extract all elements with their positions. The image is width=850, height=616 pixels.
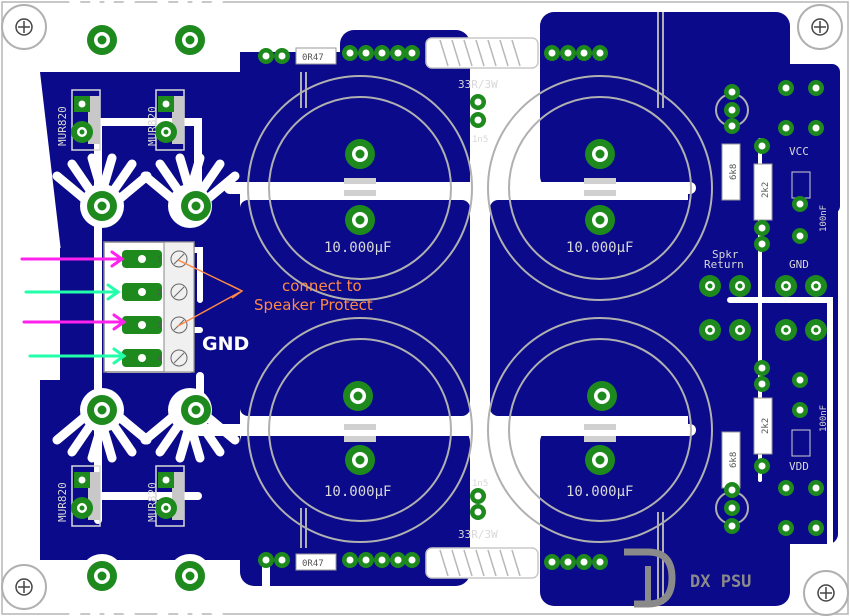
- capacitor-label: 10.000µF: [324, 484, 391, 500]
- terminal-pin-label: 1: [157, 255, 162, 264]
- terminal-pin-label: 3: [157, 321, 162, 330]
- mounting-hole-top-right: [797, 4, 843, 50]
- capacitor-label: 10.000µF: [566, 240, 633, 256]
- resistor-label: 2k2: [761, 418, 771, 434]
- pad: [345, 205, 375, 235]
- resistor-label: 6k8: [729, 164, 739, 180]
- annotation-arrows: [177, 259, 244, 327]
- diode-label: MUR820: [146, 106, 159, 146]
- mounting-hole-bottom-left: [1, 564, 47, 610]
- gnd-label: GND: [202, 333, 249, 355]
- capacitor-label: 10.000µF: [566, 484, 633, 500]
- pad: [585, 445, 615, 475]
- mounting-hole-bottom-right: [803, 570, 849, 616]
- dx-logo-icon: [624, 548, 676, 608]
- diode-label: MUR820: [56, 106, 69, 146]
- gnd-rail-label: GND: [789, 258, 809, 271]
- jumper-wires: [300, 12, 664, 604]
- pad: [585, 205, 615, 235]
- diode-label: MUR820: [146, 482, 159, 522]
- terminal-block: [103, 241, 195, 373]
- pad: [181, 191, 211, 221]
- regulator-section: [699, 80, 827, 536]
- capacitor-small-label: 100nF: [819, 405, 829, 432]
- return-label: Return: [704, 258, 744, 271]
- pad: [87, 25, 117, 55]
- input-arrows: [20, 250, 127, 365]
- capacitor-small-label: 1n5: [472, 479, 488, 489]
- resistor-label: 0R47: [302, 53, 324, 63]
- resistor-label: 33R/3W: [458, 78, 498, 91]
- pad: [175, 25, 205, 55]
- capacitor-small-label: 100nF: [819, 205, 829, 232]
- pad: [87, 561, 117, 591]
- terminal-pin-label: 4: [157, 354, 162, 363]
- capacitor-label: 10.000µF: [324, 240, 391, 256]
- resistor-label: 0R47: [302, 559, 324, 569]
- pad: [345, 445, 375, 475]
- resistors-bottom: [258, 488, 608, 579]
- logo-text: DX PSU: [690, 572, 751, 592]
- pad: [587, 381, 617, 411]
- resistor-label: 2k2: [761, 182, 771, 198]
- pad: [343, 381, 373, 411]
- resistor-label: 33R/3W: [458, 528, 498, 541]
- spkr-label: Spkr: [712, 248, 739, 261]
- vcc-label: VCC: [789, 145, 809, 158]
- pad: [87, 191, 117, 221]
- resistor-label: 6k8: [729, 452, 739, 468]
- pad: [175, 561, 205, 591]
- pad: [181, 395, 211, 425]
- mounting-hole-top-left: [1, 4, 47, 50]
- annotation-line2: Speaker Protect: [254, 296, 373, 314]
- capacitor-polarity: [344, 178, 616, 442]
- capacitor-small-label: 1n5: [472, 135, 488, 145]
- rectifier-diodes: [71, 89, 185, 527]
- pad: [345, 139, 375, 169]
- capacitor-outlines: [247, 75, 713, 543]
- terminal-pin-label: 2: [157, 288, 162, 297]
- annotation-line1: connect to: [282, 277, 362, 295]
- pad: [585, 139, 615, 169]
- pad: [87, 395, 117, 425]
- diode-label: MUR820: [56, 482, 69, 522]
- vdd-label: VDD: [789, 460, 809, 473]
- resistors-top: [258, 37, 608, 128]
